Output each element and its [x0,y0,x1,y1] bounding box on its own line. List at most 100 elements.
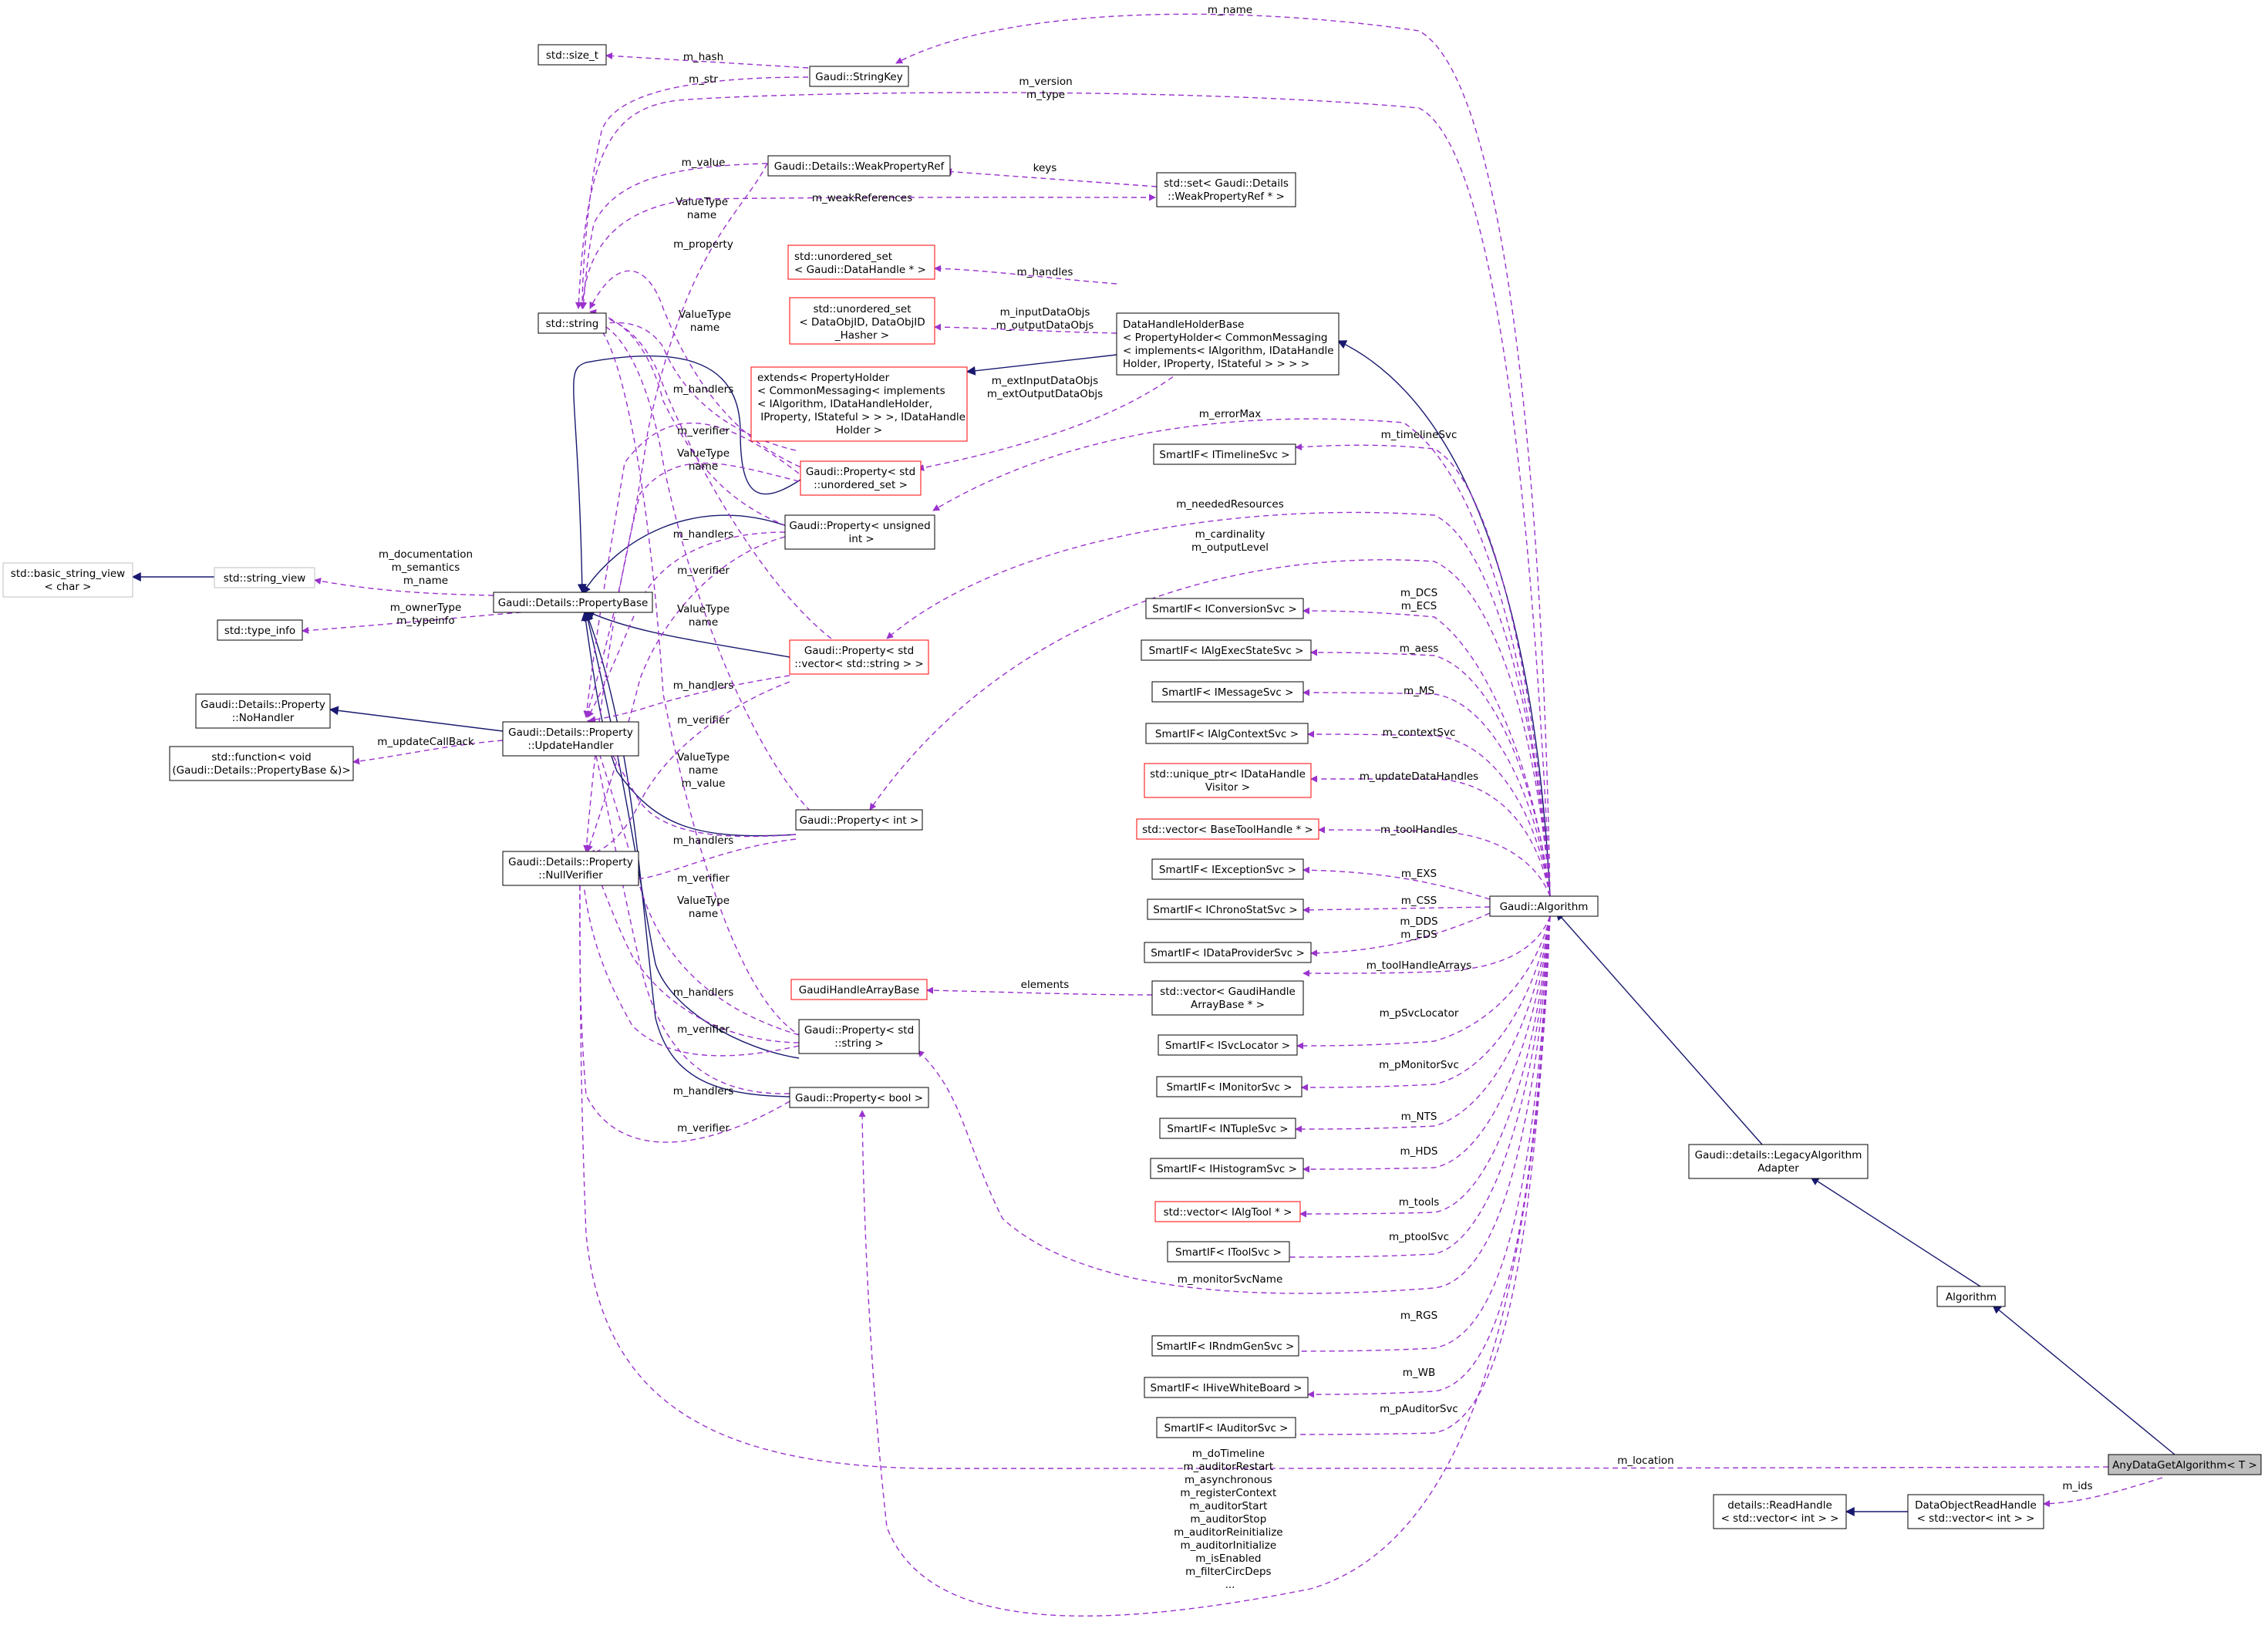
node-extends[interactable]: extends< PropertyHolder< CommonMessaging… [750,366,968,442]
node-size-t[interactable]: std::size_t [538,44,607,66]
node-property-vectorstring[interactable]: Gaudi::Property< std::vector< std::strin… [789,639,929,675]
edge-extinout [917,365,1188,471]
node-smartif-histogramsvc[interactable]: SmartIF< IHistogramSvc > [1150,1158,1304,1179]
svg-text:std::unordered_set< DataObjID,: std::unordered_set< DataObjID, DataObjID… [799,303,925,342]
node-smartif-hivewhiteboard[interactable]: SmartIF< IHiveWhiteBoard > [1144,1377,1309,1398]
node-unorderedset-dataobjid[interactable]: std::unordered_set< DataObjID, DataObjID… [789,297,935,345]
svg-text:SmartIF< IAlgExecStateSvc >: SmartIF< IAlgExecStateSvc > [1149,645,1304,657]
node-set-weakref[interactable]: std::set< Gaudi::Details::WeakPropertyRe… [1156,172,1296,207]
svg-text:Algorithm: Algorithm [1946,1291,1997,1303]
node-smartif-chronostatsvc[interactable]: SmartIF< IChronoStatSvc > [1147,898,1304,920]
node-std-function[interactable]: std::function< void(Gaudi::Details::Prop… [169,746,354,781]
svg-text:Gaudi::Algorithm: Gaudi::Algorithm [1500,901,1589,913]
node-property-unsigned[interactable]: Gaudi::Property< unsigned int > [784,514,935,550]
node-dataobjectreadhandle[interactable]: DataObjectReadHandle< std::vector< int >… [1907,1494,2044,1529]
node-anydatagetalgorithm[interactable]: AnyDataGetAlgorithm< T > [2108,1454,2262,1475]
edges [131,13,2175,1617]
edge-inherit-propbool-propbase [585,611,790,1097]
node-readhandle[interactable]: details::ReadHandle< std::vector< int > … [1713,1494,1847,1529]
label-m-monitorsvcname: m_monitorSvcName [1178,1273,1283,1286]
node-smartif-auditorsvc[interactable]: SmartIF< IAuditorSvc > [1156,1417,1296,1438]
node-smartif-rndmgensvc[interactable]: SmartIF< IRndmGenSvc > [1151,1335,1299,1357]
node-algorithm[interactable]: Algorithm [1936,1286,2006,1307]
edge-inherit-dhholder-extends [966,354,1117,376]
edge-m-name-top [895,13,1551,897]
node-type-info[interactable]: std::type_info [217,619,303,641]
label-m-hash: m_hash [683,51,723,63]
node-smartif-monitorsvc[interactable]: SmartIF< IMonitorSvc > [1156,1076,1302,1097]
node-property-string[interactable]: Gaudi::Property< std::string > [798,1019,920,1054]
label-m-verifier4: m_verifier [677,872,730,885]
svg-text:SmartIF< IToolSvc >: SmartIF< IToolSvc > [1175,1246,1282,1259]
label-m-str: m_str [689,73,718,86]
node-gaudihandlearraybase[interactable]: GaudiHandleArrayBase [790,979,928,1000]
edge-inout [934,323,1117,334]
node-string-view[interactable]: std::string_view [214,567,315,588]
edge-bool-list [858,915,1551,1617]
node-smartif-algcontextsvc[interactable]: SmartIF< IAlgContextSvc > [1145,723,1309,744]
node-stringkey[interactable]: Gaudi::StringKey [809,66,909,87]
node-unorderedset-datahandle[interactable]: std::unordered_set< Gaudi::DataHandle * … [787,244,935,280]
node-nullverifier[interactable]: Gaudi::Details::Property::NullVerifier [502,851,639,886]
edge-m-handles [934,265,1117,285]
label-m-verifier1: m_verifier [677,425,730,437]
label-m-location: m_location [1617,1455,1673,1467]
svg-text:std::size_t: std::size_t [546,49,598,62]
edge-valuetype1 [589,270,818,474]
edge-m-dcs [1302,607,1551,897]
node-updatehandler[interactable]: Gaudi::Details::Property::UpdateHandler [502,721,639,757]
edge-m-verifier1 [583,462,800,852]
edge-m-monitorsvcname [917,915,1551,1294]
edge-m-property [585,163,768,718]
node-smartif-algexecstatesvc[interactable]: SmartIF< IAlgExecStateSvc > [1141,639,1312,661]
node-basic-string-view[interactable]: std::basic_string_view< char > [2,562,133,598]
node-datahandleholderbase[interactable]: DataHandleHolderBase< PropertyHolder< Co… [1116,312,1340,376]
svg-text:Gaudi::StringKey: Gaudi::StringKey [815,71,902,83]
node-smartif-timelinesvc[interactable]: SmartIF< ITimelineSvc > [1153,443,1296,465]
svg-text:SmartIF< IExceptionSvc >: SmartIF< IExceptionSvc > [1159,864,1296,876]
edge-m-location [576,860,2109,1469]
node-smartif-dataprovidersvc[interactable]: SmartIF< IDataProviderSvc > [1144,942,1312,963]
edge-inherit-algo-dhholder [1336,340,1551,897]
label-m-neededresources: m_neededResources [1176,498,1283,511]
label-m-errormax: m_errorMax [1199,408,1262,420]
label-m-verifier6: m_verifier [677,1122,730,1134]
edge-m-ms [1302,689,1551,897]
edge-valuetype2 [599,319,797,451]
node-smartif-toolsvc[interactable]: SmartIF< IToolSvc > [1167,1241,1290,1263]
node-vector-algtool[interactable]: std::vector< IAlgTool * > [1154,1201,1301,1222]
node-property-unorderedset[interactable]: Gaudi::Property< std::unordered_set > [800,460,922,496]
svg-text:std::type_info: std::type_info [224,625,295,637]
node-vector-basetoolhandle[interactable]: std::vector< BaseToolHandle * > [1136,818,1319,840]
node-propertybase[interactable]: Gaudi::Details::PropertyBase [493,592,653,613]
svg-text:DataHandleHolderBase< Property: DataHandleHolderBase< PropertyHolder< Co… [1123,319,1334,370]
svg-text:Gaudi::Property< std::unordere: Gaudi::Property< std::unordered_set > [806,466,915,491]
node-smartif-messagesvc[interactable]: SmartIF< IMessageSvc > [1151,681,1304,703]
edge-m-handlers3 [588,675,790,723]
svg-text:SmartIF< IMessageSvc >: SmartIF< IMessageSvc > [1162,686,1294,699]
node-weakpropertyref[interactable]: Gaudi::Details::WeakPropertyRef [767,155,951,177]
label-m-aess: m_aess [1400,642,1439,655]
node-std-string[interactable]: std::string [538,312,607,334]
edge-m-doc [314,578,494,596]
node-smartif-conversionsvc[interactable]: SmartIF< IConversionSvc > [1145,598,1304,619]
node-gaudi-algorithm[interactable]: Gaudi::Algorithm [1489,895,1599,917]
node-property-bool[interactable]: Gaudi::Property< bool > [789,1087,929,1108]
label-m-hds: m_HDS [1400,1145,1437,1158]
edge-valuetype6 [593,322,803,1037]
node-nohandler[interactable]: Gaudi::Details::Property::NoHandler [195,693,331,729]
node-property-int[interactable]: Gaudi::Property< int > [795,809,923,831]
node-smartif-svclocator[interactable]: SmartIF< ISvcLocator > [1158,1034,1298,1056]
node-smartif-ntuplesvc[interactable]: SmartIF< INTupleSvc > [1159,1118,1296,1139]
node-smartif-exceptionsvc[interactable]: SmartIF< IExceptionSvc > [1151,858,1304,880]
svg-text:SmartIF< IChronoStatSvc >: SmartIF< IChronoStatSvc > [1153,904,1298,916]
